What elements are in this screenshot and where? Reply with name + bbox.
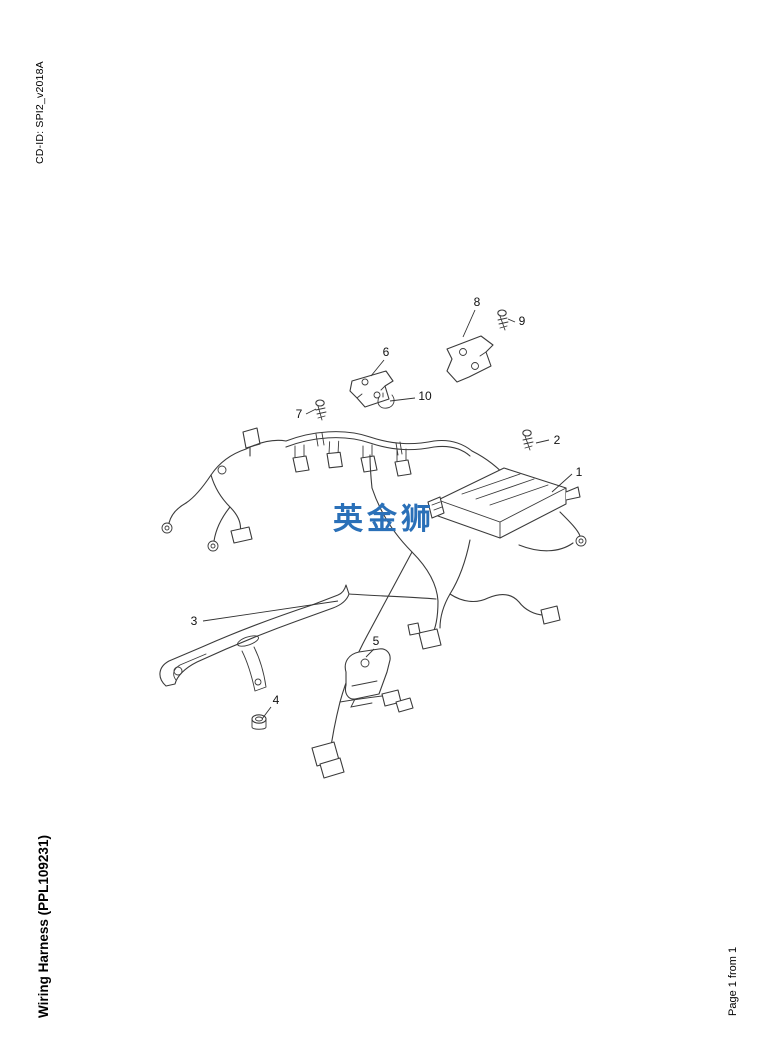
callout-6: 6 xyxy=(370,345,390,377)
bolt-item-4 xyxy=(251,714,267,730)
callout-7-number: 7 xyxy=(296,407,303,421)
callout-9: 9 xyxy=(507,314,526,328)
watermark-text: 英金狮 xyxy=(333,502,435,536)
wiring-harness-drawing xyxy=(161,427,587,779)
callout-2-number: 2 xyxy=(554,433,561,447)
bracket-item-6 xyxy=(349,370,394,408)
callout-1: 1 xyxy=(551,465,583,493)
screw-item-7 xyxy=(315,399,327,421)
screw-item-2 xyxy=(522,429,534,451)
clamp-item-10 xyxy=(377,392,395,409)
callout-9-number: 9 xyxy=(519,314,526,328)
callout-5-number: 5 xyxy=(373,634,380,648)
callout-2: 2 xyxy=(535,433,561,447)
bracket-item-8 xyxy=(446,335,494,383)
control-module-item-1 xyxy=(427,467,581,539)
mounting-plate-item-3 xyxy=(159,584,350,692)
bracket-item-5 xyxy=(344,648,391,708)
callout-7: 7 xyxy=(296,407,317,421)
callout-5: 5 xyxy=(365,634,380,658)
callout-3-number: 3 xyxy=(191,614,198,628)
callout-6-number: 6 xyxy=(383,345,390,359)
callout-4: 4 xyxy=(261,693,280,720)
callout-1-number: 1 xyxy=(576,465,583,479)
callout-4-number: 4 xyxy=(273,693,280,707)
callout-10: 10 xyxy=(389,389,432,403)
screw-item-9 xyxy=(497,309,509,331)
callout-3: 3 xyxy=(191,600,339,628)
callout-10-number: 10 xyxy=(418,389,432,403)
callout-8: 8 xyxy=(462,295,481,338)
callout-8-number: 8 xyxy=(474,295,481,309)
